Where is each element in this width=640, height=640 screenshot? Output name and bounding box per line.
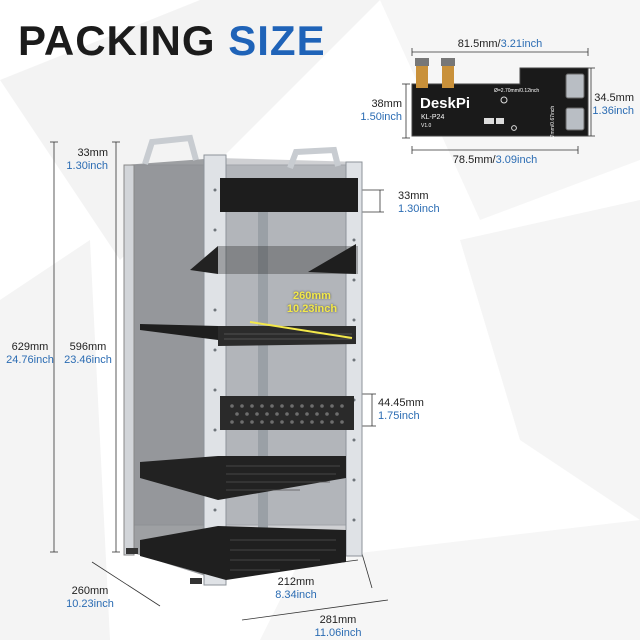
handle bbox=[287, 146, 341, 170]
board-model: KL-P24 bbox=[421, 114, 444, 121]
usb-port bbox=[565, 107, 585, 131]
page-title: PACKING SIZE bbox=[18, 20, 326, 62]
depth-arrow bbox=[249, 321, 353, 339]
board-width-label: 81.5mm/3.21inch bbox=[457, 38, 543, 50]
board-side-note: 17mm/0.67inch bbox=[550, 106, 556, 140]
usb-port bbox=[565, 73, 585, 99]
board-bottom-label: 78.5mm/3.09inch bbox=[452, 154, 538, 166]
front-post bbox=[203, 154, 227, 586]
blank-panel bbox=[220, 178, 358, 212]
handle bbox=[142, 134, 199, 165]
title-word-packing: PACKING bbox=[18, 17, 216, 64]
board-hole-note: Ø=2.70mm/0.12inch bbox=[494, 88, 539, 94]
bottom-tray bbox=[140, 526, 346, 580]
board-version: V1.0 bbox=[421, 123, 432, 129]
title-word-size: SIZE bbox=[228, 17, 326, 64]
pcb-board bbox=[411, 67, 589, 137]
vented-shelf bbox=[140, 456, 346, 500]
mesh-shelf bbox=[218, 326, 356, 346]
board-brand: DeskPi bbox=[420, 95, 470, 112]
